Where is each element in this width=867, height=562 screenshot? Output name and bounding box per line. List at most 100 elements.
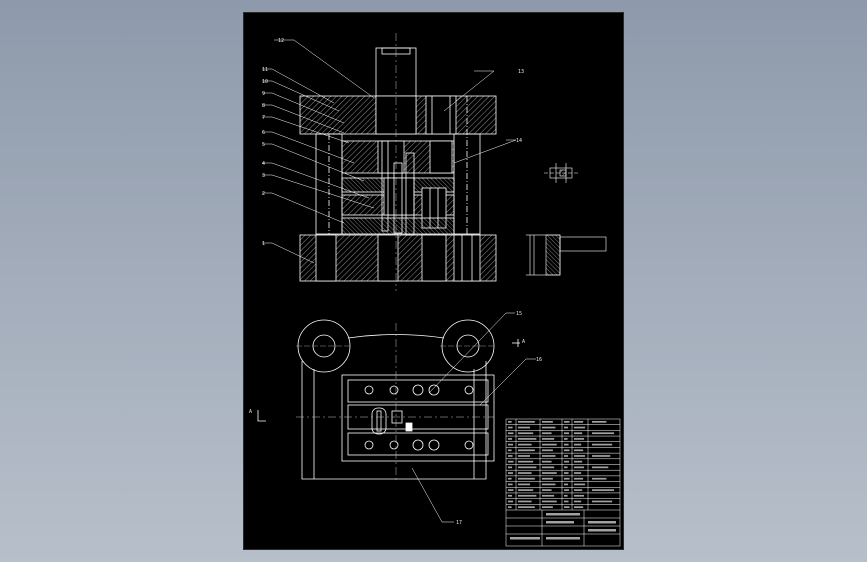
part-labels-front: 12 13 14 11 10 9 8 7 6 5 4 3 2 1 [262,38,524,247]
bom-cell-text [508,500,514,503]
cad-drawing: 12 13 14 11 10 9 8 7 6 5 4 3 2 1 [249,33,621,547]
bom-cell-text [592,489,615,491]
bom-cell-text [518,472,532,474]
part-label-8: 8 [262,103,265,109]
bom-cell-text [564,432,570,435]
bom-cell-text [518,449,535,452]
bom-cell-text [518,506,535,509]
part-label-2: 2 [262,191,265,197]
bom-cell-text [542,432,552,435]
bom-cell-text [574,438,585,440]
bom-cell-text [508,489,514,491]
bom-cell-text [542,449,553,452]
title-block-text [546,521,574,524]
title-block-text [546,537,580,540]
title-block [505,418,621,547]
bom-cell-text [592,477,607,480]
bom-cell-text [542,438,555,440]
bom-cell-text [542,420,553,423]
bom-cell-text [564,466,568,469]
bom-cell-text [518,466,537,469]
bom-cell-text [542,483,556,486]
bom-cell-text [574,449,584,452]
bom-cell-text [574,489,583,491]
bom-cell-text [518,420,535,423]
bom-cell-text [574,506,584,509]
bom-cell-text [574,477,584,480]
bom-text-marks [508,420,616,540]
bom-cell-text [574,500,582,503]
bom-cell-text [542,443,557,446]
bom-cell-text [518,455,530,457]
bom-cell-text [564,460,570,463]
bom-cell-text [564,438,568,440]
bom-cell-text [592,500,613,503]
part-label-10: 10 [262,79,268,85]
bom-cell-text [574,460,583,463]
bom-cell-text [592,432,615,435]
part-label-4: 4 [262,161,265,167]
bom-cell-text [564,443,569,446]
die-plate [341,217,455,235]
title-block-text [546,513,580,516]
bom-cell-text [518,483,530,486]
part-label-1: 1 [262,241,265,247]
bom-cell-text [518,426,530,429]
bom-cell-text [592,466,609,469]
bom-cell-text [518,477,535,480]
bom-cell-text [508,443,514,446]
plan-view [257,319,520,483]
bom-cell-text [542,494,555,497]
bom-cell-text [564,477,570,480]
bom-cell-text [542,489,552,491]
bom-cell-text [542,472,557,474]
bom-cell-text [542,477,553,480]
bom-cell-text [564,483,569,486]
view-mark-left: A [249,409,252,415]
bom-cell-text [564,494,568,497]
part-label-9: 9 [262,91,265,97]
bom-cell-text [518,438,537,440]
part-label-6: 6 [262,130,265,136]
bom-cell-text [508,506,512,509]
bom-cell-text [518,443,532,446]
part-label-7: 7 [262,115,265,121]
detail-view-strip [526,234,607,276]
bom-cell-text [508,432,514,435]
bom-cell-text [508,426,513,429]
bom-cell-text [574,455,586,457]
bom-cell-text [508,460,514,463]
front-section-view [299,33,497,291]
bom-cell-text [518,494,537,497]
bom-cell-text [542,500,557,503]
part-label-14: 14 [516,138,522,144]
bom-cell-text [508,455,513,457]
part-label-12: 12 [278,38,284,44]
part-label-17: 17 [456,520,462,526]
bom-cell-text [508,449,512,452]
bom-cell-text [518,460,534,463]
bom-cell-text [574,426,586,429]
bom-cell-text [542,455,556,457]
bom-cell-text [508,483,513,486]
bom-cell-text [564,420,570,423]
part-label-3: 3 [262,173,265,179]
bom-cell-text [592,420,607,423]
title-block-text [588,529,616,532]
bom-cell-text [574,472,582,474]
bom-cell-text [564,449,570,452]
bom-cell-text [564,500,569,503]
bom-cell-text [574,443,582,446]
bom-cell-text [518,500,532,503]
bom-cell-text [542,460,552,463]
title-block-text [588,521,616,524]
bom-cell-text [574,432,583,435]
bom-cell-text [542,466,555,469]
bom-cell-text [592,455,611,457]
drawing-sheet: 12 13 14 11 10 9 8 7 6 5 4 3 2 1 [243,12,624,550]
bom-cell-text [508,438,513,440]
bom-cell-text [574,466,585,469]
bom-cell-text [542,506,553,509]
leader-lines-front [262,39,517,264]
bom-cell-text [508,466,513,469]
